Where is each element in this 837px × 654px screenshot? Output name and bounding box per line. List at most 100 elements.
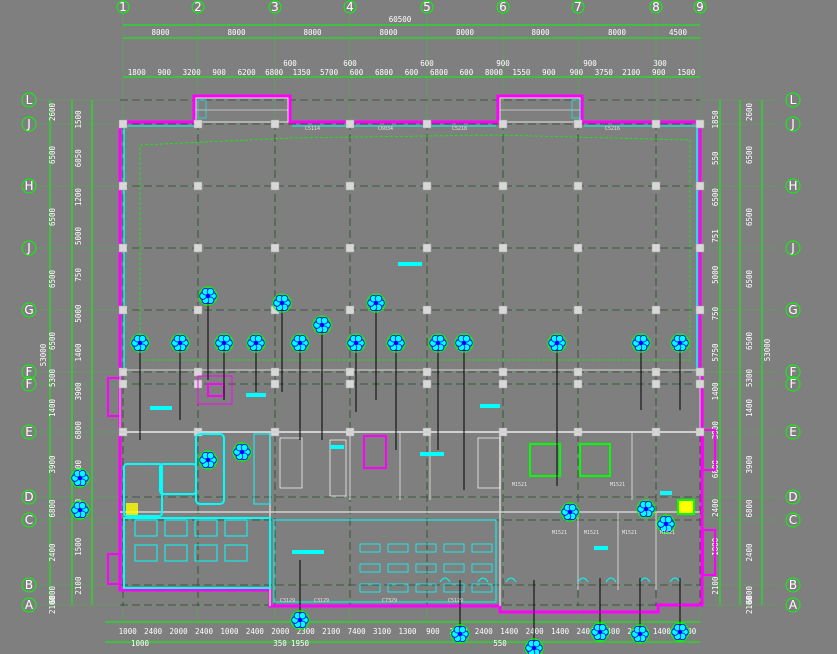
total-height-dim-right: 53000 [763, 338, 772, 361]
structural-column [695, 181, 705, 191]
tree-core [639, 341, 643, 345]
left-dimension-outer: 6800 [48, 585, 57, 604]
structural-column [573, 367, 583, 377]
right-dimension-inner: 751 [711, 229, 720, 243]
tree-outer [246, 333, 266, 353]
tree-outer [547, 333, 567, 353]
tree-leaf [374, 294, 383, 303]
total-height-dim-left: 53000 [39, 343, 48, 366]
workstation [471, 563, 493, 573]
bottom-dimension: 1400 [551, 627, 570, 636]
tree-symbol [670, 622, 690, 642]
tree-leaf [555, 334, 564, 343]
tree-core [206, 458, 210, 462]
row-axis-bubble-left [21, 577, 37, 593]
structural-column [651, 367, 661, 377]
column-axis-bubble [116, 0, 130, 14]
structural-column [422, 379, 432, 389]
tree-core [458, 632, 462, 636]
bay-dimension: 8000 [456, 28, 475, 37]
tree-core [78, 476, 82, 480]
door-tag: M1521 [552, 530, 567, 536]
tree-outer [70, 468, 90, 488]
right-dimension-inner: 750 [711, 306, 720, 320]
structural-column [118, 379, 128, 389]
tree-leaf [458, 625, 467, 634]
detail-dimension: 6800 [375, 68, 394, 77]
row-axis-label-right: H [788, 179, 797, 193]
left-dimension-inner: 750 [74, 268, 83, 282]
bottom-dimension-2: 550 [493, 639, 507, 648]
structural-column [270, 181, 280, 191]
tree-symbol [198, 286, 218, 306]
tree-core [320, 323, 324, 327]
window-tag: C5216 [605, 126, 620, 132]
tree-leaf [638, 625, 647, 634]
column-axis-label: 3 [271, 0, 279, 14]
detail-dimension: 3750 [595, 68, 614, 77]
tree-outer [170, 333, 190, 353]
bottom-dimension-2: 1000 [131, 639, 150, 648]
left-dimension-labels: 2600650065006500650053001400390068002400… [48, 102, 83, 614]
detail-dimension: 600 [405, 68, 419, 77]
interior-stairs [279, 437, 501, 497]
right-dimension-outer: 6800 [745, 499, 754, 518]
tag-bar [660, 491, 672, 495]
column-axis-bubble [649, 0, 663, 14]
structural-column [270, 367, 280, 377]
row-axis-label-left: J [26, 241, 31, 255]
row-axis-label-left: L [26, 93, 33, 107]
right-dimension-outer: 2400 [745, 543, 754, 562]
tree-outer [232, 442, 252, 462]
bottom-dimension: 1400 [500, 627, 519, 636]
bottom-dimension: 1300 [398, 627, 417, 636]
tree-leaf [639, 334, 648, 343]
workstation [387, 543, 409, 553]
workstation [415, 563, 437, 573]
column-axis-label: 5 [423, 0, 431, 14]
structural-column [498, 367, 508, 377]
workstation [443, 563, 465, 573]
left-dimension-outer: 6500 [48, 145, 57, 164]
tree-leaf [462, 334, 471, 343]
tree-leaf [598, 623, 607, 632]
tree-outer [670, 333, 690, 353]
right-dimension-outer: 5300 [745, 368, 754, 387]
door-tag: M1521 [622, 530, 637, 536]
row-axis-label-left: A [25, 598, 34, 612]
row-axis-label-right: F [790, 377, 797, 391]
desk [194, 519, 218, 537]
structural-column [573, 119, 583, 129]
bay-dimension: 8000 [531, 28, 550, 37]
left-dimension-outer: 6800 [48, 499, 57, 518]
tree-symbol [547, 333, 567, 353]
left-dimension-outer: 3900 [48, 455, 57, 474]
tree-symbol [290, 610, 310, 630]
tree-core [644, 507, 648, 511]
bottom-dimension-2: 1950 [291, 639, 310, 648]
bottom-dimension: 1400 [653, 627, 672, 636]
detail-dimension: 900 [542, 68, 556, 77]
workstation [471, 583, 493, 593]
row-axis-bubble-right [785, 597, 801, 613]
tree-outer [450, 624, 470, 644]
right-dimension-inner: 550 [711, 151, 720, 165]
structural-column [573, 181, 583, 191]
window-tag: C3129 [314, 598, 329, 604]
right-dimension-outer: 6800 [745, 585, 754, 604]
small-dimension: 900 [583, 59, 597, 68]
tree-symbol [560, 502, 580, 522]
tag-bar [292, 550, 324, 554]
row-axis-label-right: F [790, 365, 797, 379]
bottom-dimension: 2400 [144, 627, 163, 636]
row-axis-label-left: D [24, 490, 33, 504]
tree-outer [560, 502, 580, 522]
column-axis-label: 9 [696, 0, 704, 14]
bottom-dimension: 3100 [373, 627, 392, 636]
structural-column [498, 379, 508, 389]
right-dimension-inner: 6500 [711, 188, 720, 207]
window-tags: C5114 C6034 C5218 C5216 C3129 C7329 C512… [280, 126, 620, 604]
row-axis-label-left: J [26, 117, 31, 131]
tree-core [394, 341, 398, 345]
